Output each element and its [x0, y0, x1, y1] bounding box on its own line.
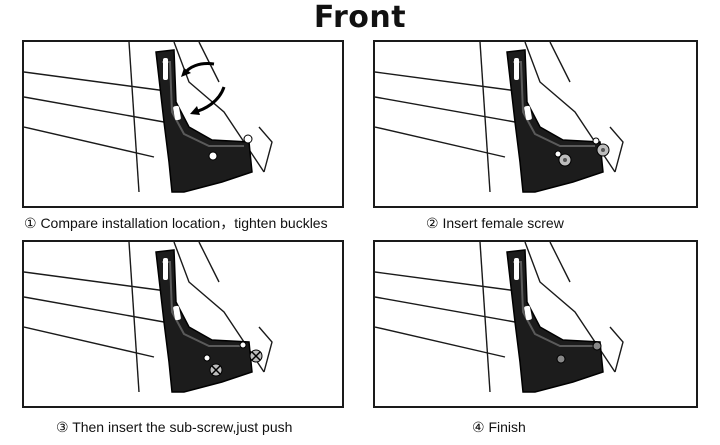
step-1-illustration [24, 42, 273, 193]
step-3-panel [22, 240, 344, 408]
step-3-illustration [24, 242, 273, 393]
screw-icon [556, 354, 566, 364]
mud-flap-icon [155, 249, 253, 393]
step-4-caption: ④ Finish [472, 419, 526, 435]
step-4-panel [373, 240, 698, 408]
push-pin-icon [209, 363, 223, 377]
step-1-panel [22, 40, 344, 208]
screw-icon [596, 143, 610, 157]
step-2-caption: ② Insert female screw [426, 215, 564, 231]
step-1-caption: ① Compare installation location，tighten … [24, 215, 328, 231]
step-2-panel [373, 40, 698, 208]
step-3-caption: ③ Then insert the sub-screw,just push [56, 419, 293, 435]
mud-flap-icon [506, 249, 604, 393]
step-2-illustration [375, 42, 624, 193]
screw-icon [592, 341, 602, 351]
page-title: Front [313, 0, 407, 35]
mud-flap-icon [155, 49, 253, 193]
step-4-illustration [375, 242, 624, 393]
screw-icon [558, 153, 572, 167]
mud-flap-icon [506, 49, 604, 193]
push-pin-icon [249, 349, 263, 363]
